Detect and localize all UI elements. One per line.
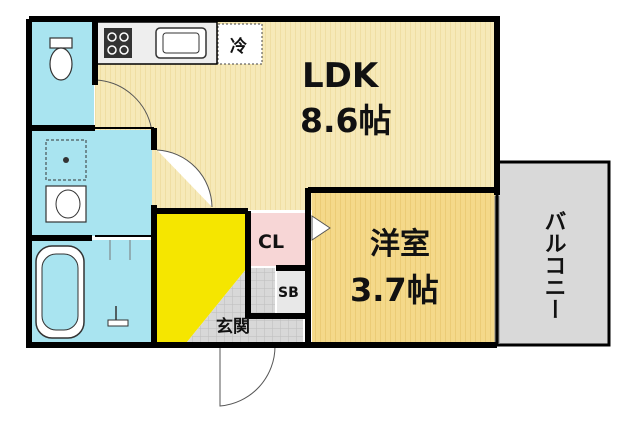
shoe-box xyxy=(277,268,307,313)
balcony-label: バルコニー xyxy=(541,210,566,320)
door-arc-washroom xyxy=(95,79,153,133)
fridge-space xyxy=(217,23,263,65)
entrance-label: 玄関 xyxy=(216,316,250,337)
western-room-size: 3.7帖 xyxy=(350,271,439,309)
closet xyxy=(249,213,307,266)
western-room-floor xyxy=(312,192,495,344)
fridge-label: 冷 xyxy=(230,36,247,57)
toilet-tank xyxy=(49,37,73,49)
closet-door-icon xyxy=(311,215,331,241)
closet-label: CL xyxy=(258,231,284,253)
door-arc-entrance xyxy=(219,345,276,407)
ldk-name: LDK xyxy=(302,56,380,96)
toilet-icon xyxy=(49,47,73,81)
ldk-size: 8.6帖 xyxy=(300,101,391,140)
yellow-room xyxy=(157,213,247,342)
balcony-area xyxy=(495,160,611,347)
stove-icon xyxy=(104,28,132,58)
shoe-box-label: SB xyxy=(278,285,299,301)
western-room-name: 洋室 xyxy=(370,227,430,262)
sink-icon xyxy=(155,27,207,59)
door-arc-ldk xyxy=(156,149,213,208)
